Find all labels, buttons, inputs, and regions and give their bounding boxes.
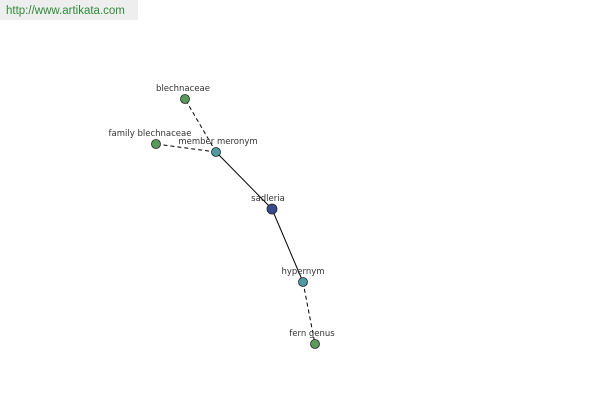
node-label-sadleria[interactable]: sadleria — [251, 194, 285, 204]
node-member-meronym[interactable] — [211, 147, 221, 157]
node-label-hypernym[interactable]: hypernym — [281, 267, 324, 277]
graph-labels: sadleria member meronym hypernym blechnacea… — [109, 84, 336, 339]
node-label-blechnaceae[interactable]: blechnaceae — [156, 84, 210, 94]
graph-edges — [155, 98, 316, 345]
node-hypernym[interactable] — [298, 277, 308, 287]
graph-nodes — [151, 94, 320, 349]
node-sadleria[interactable] — [266, 203, 278, 215]
node-label-fern-genus[interactable]: fern genus — [289, 329, 335, 339]
node-blechnaceae[interactable] — [180, 94, 190, 104]
edge-member-meronym-family-blechnaceae — [155, 143, 217, 153]
edge-hypernym-fern-genus — [302, 281, 316, 345]
source-url-link[interactable]: http://www.artikata.com — [0, 0, 138, 20]
edge-member-meronym-blechnaceae — [184, 98, 217, 153]
node-label-family-blechnaceae[interactable]: family blechnaceae — [109, 129, 192, 139]
node-fern-genus[interactable] — [310, 339, 320, 349]
edge-sadleria-member-meronym — [215, 151, 273, 210]
node-family-blechnaceae[interactable] — [151, 139, 161, 149]
edge-sadleria-hypernym — [271, 208, 304, 283]
node-label-member-meronym[interactable]: member meronym — [178, 137, 257, 147]
